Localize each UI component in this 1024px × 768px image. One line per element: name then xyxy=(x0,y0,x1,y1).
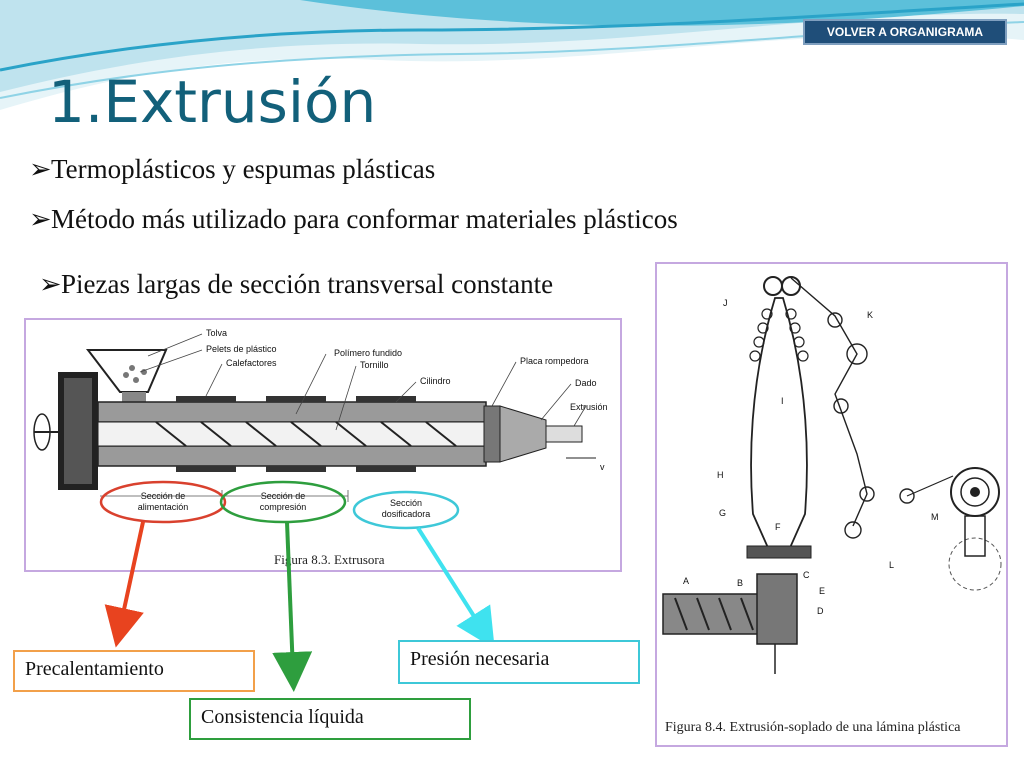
svg-text:dosificadora: dosificadora xyxy=(382,509,431,519)
label-cilindro: Cilindro xyxy=(420,376,451,386)
label-placa: Placa rompedora xyxy=(520,356,589,366)
svg-text:Sección: Sección xyxy=(390,498,422,508)
svg-text:M: M xyxy=(931,512,939,522)
svg-text:alimentación: alimentación xyxy=(138,502,189,512)
label-pelets: Pelets de plástico xyxy=(206,344,277,354)
svg-text:I: I xyxy=(781,396,784,406)
label-tolva: Tolva xyxy=(206,328,227,338)
svg-text:K: K xyxy=(867,310,873,320)
svg-text:B: B xyxy=(737,578,743,588)
svg-text:J: J xyxy=(723,298,728,308)
svg-text:D: D xyxy=(817,606,824,616)
blown-film-figure: A B C D E F G H I J K L M Figura 8.4. Ex… xyxy=(655,262,1008,747)
label-polimero: Polímero fundido xyxy=(334,348,402,358)
blown-film-diagram: A B C D E F G H I J K L M xyxy=(662,276,1002,674)
page-title: 1.Extrusión xyxy=(48,68,377,136)
zone-compresion-ellipse xyxy=(219,480,347,524)
label-velocity: v xyxy=(600,462,605,472)
extruder-caption: Figura 8.3. Extrusora xyxy=(274,552,385,567)
svg-text:E: E xyxy=(819,586,825,596)
zone-alimentacion-ellipse xyxy=(99,480,227,524)
arrow-bullet-icon: ➢ xyxy=(29,154,52,184)
extruder-diagram: Tolva Pelets de plástico Calefactores Po… xyxy=(33,328,608,530)
svg-text:H: H xyxy=(717,470,724,480)
label-extrusion: Extrusión xyxy=(570,402,608,412)
svg-text:C: C xyxy=(803,570,810,580)
svg-text:F: F xyxy=(775,522,781,532)
label-tornillo: Tornillo xyxy=(360,360,389,370)
bullet-item: ➢Termoplásticos y espumas plásticas xyxy=(29,154,436,184)
note-precalentamiento: Precalentamiento xyxy=(13,650,255,692)
bullet-item: ➢Piezas largas de sección transversal co… xyxy=(39,269,554,299)
svg-text:Sección de: Sección de xyxy=(141,491,186,501)
svg-text:G: G xyxy=(719,508,726,518)
svg-text:Sección de: Sección de xyxy=(261,491,306,501)
note-consistencia-liquida: Consistencia líquida xyxy=(189,698,471,740)
svg-text:L: L xyxy=(889,560,894,570)
back-to-organigram-button[interactable]: VOLVER A ORGANIGRAMA xyxy=(803,19,1007,45)
label-calefactores: Calefactores xyxy=(226,358,277,368)
zone-dosificadora-ellipse xyxy=(352,490,460,530)
bullet-item: ➢Método más utilizado para conformar mat… xyxy=(29,204,678,234)
label-dado: Dado xyxy=(575,378,597,388)
blown-film-caption: Figura 8.4. Extrusión-soplado de una lám… xyxy=(665,720,961,735)
svg-text:A: A xyxy=(683,576,689,586)
note-presion-necesaria: Presión necesaria xyxy=(398,640,640,684)
arrow-bullet-icon: ➢ xyxy=(29,204,52,234)
svg-text:compresión: compresión xyxy=(260,502,307,512)
extruder-figure: Tolva Pelets de plástico Calefactores Po… xyxy=(24,318,622,572)
arrow-bullet-icon: ➢ xyxy=(39,269,62,299)
